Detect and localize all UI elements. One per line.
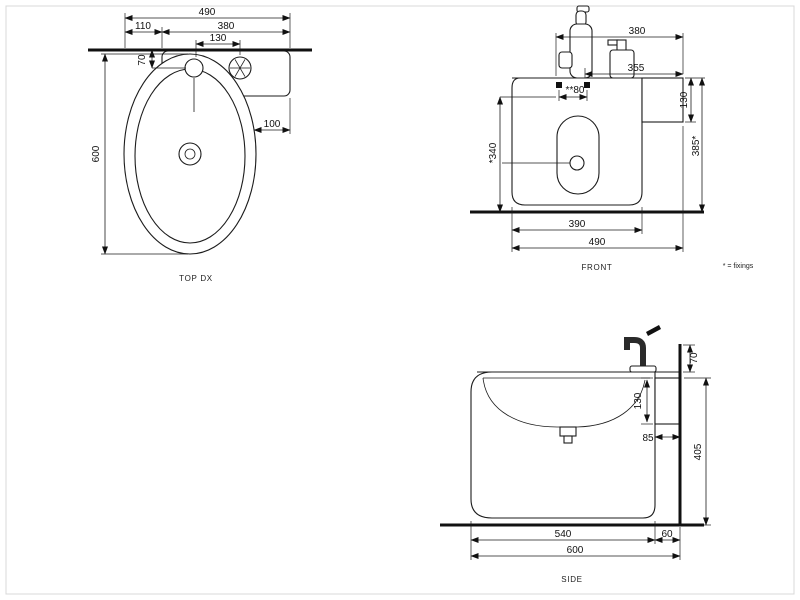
basin-body-front	[511, 77, 643, 206]
front-view-label: FRONT	[581, 263, 612, 272]
dim-front-height-right: 385*	[691, 77, 705, 213]
basin-body-side	[470, 371, 656, 519]
dim-label: 100	[264, 119, 281, 130]
drain-front	[569, 155, 585, 171]
fixing-right	[584, 82, 590, 88]
dim-label: 355	[628, 63, 645, 74]
dim-side-top-offset: 70	[683, 344, 700, 373]
faucet-lever-side	[646, 325, 661, 336]
fixings-note: * = fixings	[723, 263, 754, 270]
dim-label: 600	[567, 545, 584, 556]
dim-top-right-section: 380	[161, 21, 291, 35]
side-view-label: SIDE	[561, 575, 582, 584]
page-border	[5, 5, 795, 595]
dim-top-hole-spacing: 130	[195, 33, 241, 57]
dim-label: 110	[135, 21, 151, 32]
bowl-profile-side	[482, 377, 646, 428]
drain-body-side	[559, 426, 577, 437]
dim-label: 380	[629, 26, 646, 37]
dim-front-width-overall: 490	[511, 126, 684, 252]
side-shelf-front	[641, 77, 684, 123]
dim-label: 85	[642, 433, 654, 444]
faucet-spout	[558, 51, 573, 69]
dim-top-left-section: 110	[124, 21, 163, 48]
dim-front-width-shelf: 355	[584, 63, 684, 78]
dim-label: 490	[589, 237, 606, 248]
dim-label: 70	[689, 352, 700, 364]
dim-label: 130	[633, 392, 644, 409]
dim-side-bracket-height: 130	[633, 377, 653, 425]
fixing-left	[556, 82, 562, 88]
dim-label: 490	[199, 7, 216, 18]
side-view: 70 130 85 405 540 60	[440, 325, 711, 584]
faucet-base-side	[629, 365, 657, 373]
dim-label: 380	[218, 21, 235, 32]
dim-label: 390	[569, 219, 586, 230]
dim-label: 130	[210, 33, 227, 44]
dim-front-fixing-spacing: **80	[558, 85, 588, 101]
bowl-outline-front	[556, 115, 600, 195]
dim-label: 70	[137, 54, 148, 66]
top-view: 490 110 380 130 70 600	[88, 7, 312, 283]
dim-top-overall-depth: 600	[91, 53, 188, 255]
dispenser-pump	[616, 39, 627, 52]
dim-top-hole-setback: 70	[137, 49, 186, 69]
dim-label: 385*	[691, 136, 702, 157]
dim-front-width-basin: 390	[511, 207, 643, 252]
waste-outlet	[178, 142, 202, 166]
drain-pipe-side	[563, 435, 573, 444]
faucet-hole	[184, 58, 204, 78]
dim-side-overall-height: 405	[684, 377, 711, 526]
faucet-side	[624, 325, 661, 373]
dim-label: 540	[555, 529, 572, 540]
wall-bracket-side	[654, 377, 681, 425]
dim-label: 405	[693, 443, 704, 460]
dim-label: 130	[679, 91, 690, 108]
dim-label: *340	[488, 142, 499, 163]
faucet-body	[569, 23, 593, 79]
front-view: 380 355 **80 *340 130 385*	[470, 5, 754, 272]
dim-top-shelf-overhang: 100	[253, 98, 291, 134]
top-view-label: TOP DX	[179, 274, 213, 283]
dim-front-fixing-height: *340	[488, 96, 503, 213]
dim-label: 600	[91, 145, 102, 162]
dim-side-basin-depth: 540	[470, 521, 656, 560]
dim-side-wall-clearance: 85	[642, 433, 681, 444]
faucet-spout-side	[624, 337, 646, 366]
dim-front-width-top: 380	[555, 26, 684, 76]
dim-label: 60	[661, 529, 673, 540]
dim-label: **80	[566, 85, 585, 96]
dim-side-wall-thickness: 60	[654, 527, 681, 560]
drain-hole-icon	[228, 56, 252, 80]
dim-side-overall-depth: 600	[470, 545, 681, 559]
